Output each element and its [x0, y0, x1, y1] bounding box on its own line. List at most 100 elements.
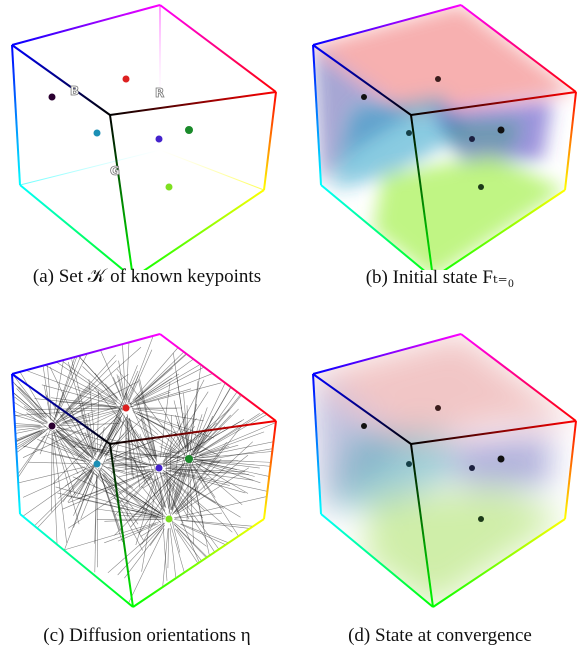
- orientation-stroke: [53, 437, 67, 543]
- orientation-stroke: [195, 460, 261, 484]
- orientation-stroke: [41, 384, 116, 406]
- orientation-stroke: [97, 416, 118, 438]
- orientation-stroke: [127, 336, 154, 404]
- orientation-stroke: [159, 446, 177, 455]
- keypoint-cyan: [93, 460, 101, 468]
- orientation-stroke: [14, 383, 88, 456]
- cube-edge: [320, 184, 425, 270]
- orientation-stroke: [131, 509, 159, 517]
- orientation-stroke: [88, 379, 97, 455]
- orientation-stroke: [135, 377, 172, 402]
- orientation-stroke: [136, 445, 152, 461]
- orientation-stroke: [34, 467, 94, 526]
- keypoint: [497, 126, 505, 134]
- orientation-stroke: [60, 521, 161, 552]
- orientation-stroke: [37, 438, 90, 461]
- orientation-stroke: [130, 454, 165, 512]
- orientation-stroke: [149, 524, 166, 546]
- orientation-stroke: [73, 473, 94, 528]
- cube-edge-hidden: [19, 149, 161, 186]
- cube-edge: [564, 91, 577, 191]
- orientation-stroke: [192, 408, 239, 456]
- orientation-stroke: [104, 523, 157, 544]
- orientation-stroke: [173, 400, 187, 449]
- keypoint: [435, 405, 441, 411]
- orientation-stroke: [61, 385, 90, 417]
- orientation-stroke: [170, 436, 181, 511]
- orientation-stroke: [160, 472, 173, 510]
- keypoint-green: [185, 455, 193, 463]
- cube-edge: [11, 44, 21, 186]
- cube-edge: [19, 513, 134, 608]
- orientation-stroke: [52, 442, 93, 462]
- cube-edge: [263, 91, 277, 191]
- orientation-stroke: [142, 466, 178, 489]
- orientation-stroke: [142, 466, 166, 512]
- orientation-stroke: [176, 441, 254, 513]
- orientation-stroke: [199, 408, 272, 453]
- orientation-stroke: [103, 465, 128, 475]
- orientation-stroke: [12, 430, 41, 455]
- axis-label-g: G: [110, 164, 120, 178]
- orientation-stroke: [12, 428, 41, 446]
- orientation-stroke: [132, 408, 163, 411]
- keypoint-red: [122, 75, 130, 83]
- orientation-stroke: [191, 468, 200, 496]
- cube-edge: [432, 518, 566, 608]
- orientation-stroke: [73, 461, 163, 516]
- rgb-cube-b: [312, 4, 577, 270]
- orientation-stroke: [80, 409, 94, 453]
- keypoint: [406, 130, 412, 136]
- orientation-stroke: [12, 371, 48, 423]
- keypoint-lime: [165, 515, 173, 523]
- orientation-stroke: [162, 528, 169, 587]
- orientation-stroke: [77, 471, 151, 499]
- orientation-stroke: [189, 466, 194, 544]
- orientation-stroke: [69, 416, 95, 459]
- orientation-stroke: [23, 369, 116, 405]
- orientation-stroke: [175, 486, 200, 513]
- keypoint: [435, 76, 441, 82]
- orientation-stroke: [128, 468, 151, 473]
- cube-edge: [312, 373, 412, 445]
- orientation-stroke: [189, 357, 203, 450]
- orientation-stroke: [139, 378, 157, 457]
- orientation-stroke: [134, 392, 171, 406]
- panel-d: (d) State at convergence: [293, 329, 587, 658]
- orientation-stroke: [192, 464, 247, 548]
- orientation-stroke: [76, 414, 123, 497]
- orientation-stroke: [115, 464, 146, 468]
- orientation-stroke: [170, 448, 272, 467]
- cube-edge: [410, 420, 577, 445]
- orientation-stroke: [130, 382, 222, 408]
- orientation-stroke: [12, 426, 43, 430]
- orientation-stroke: [172, 442, 228, 515]
- orientation-stroke: [141, 419, 167, 509]
- orientation-stroke: [12, 432, 43, 476]
- orientation-stroke: [156, 481, 166, 508]
- orientation-stroke: [140, 523, 162, 537]
- orientation-stroke: [196, 392, 244, 450]
- caption-a: (a) Set 𝒦 of known keypoints: [32, 266, 262, 287]
- orientation-stroke: [168, 415, 172, 514]
- orientation-stroke: [193, 444, 239, 458]
- orientation-stroke: [95, 443, 154, 467]
- orientation-stroke: [55, 348, 78, 416]
- orientation-stroke: [194, 434, 208, 452]
- orientation-stroke: [97, 389, 100, 453]
- orientation-stroke: [126, 413, 141, 488]
- keypoint: [361, 94, 367, 100]
- orientation-stroke: [125, 392, 155, 459]
- orientation-stroke: [12, 436, 46, 505]
- keypoint: [406, 461, 412, 467]
- axis-label-r: R: [155, 86, 164, 100]
- keypoints: [48, 75, 193, 191]
- cube-edge: [143, 189, 265, 270]
- cube-edge: [312, 44, 412, 116]
- orientation-stroke: [81, 470, 95, 498]
- cube-edge: [460, 4, 577, 93]
- orientation-stroke: [107, 522, 165, 574]
- orientation-stroke: [108, 466, 154, 481]
- orientation-stroke: [198, 418, 276, 456]
- orientation-stroke: [14, 396, 42, 418]
